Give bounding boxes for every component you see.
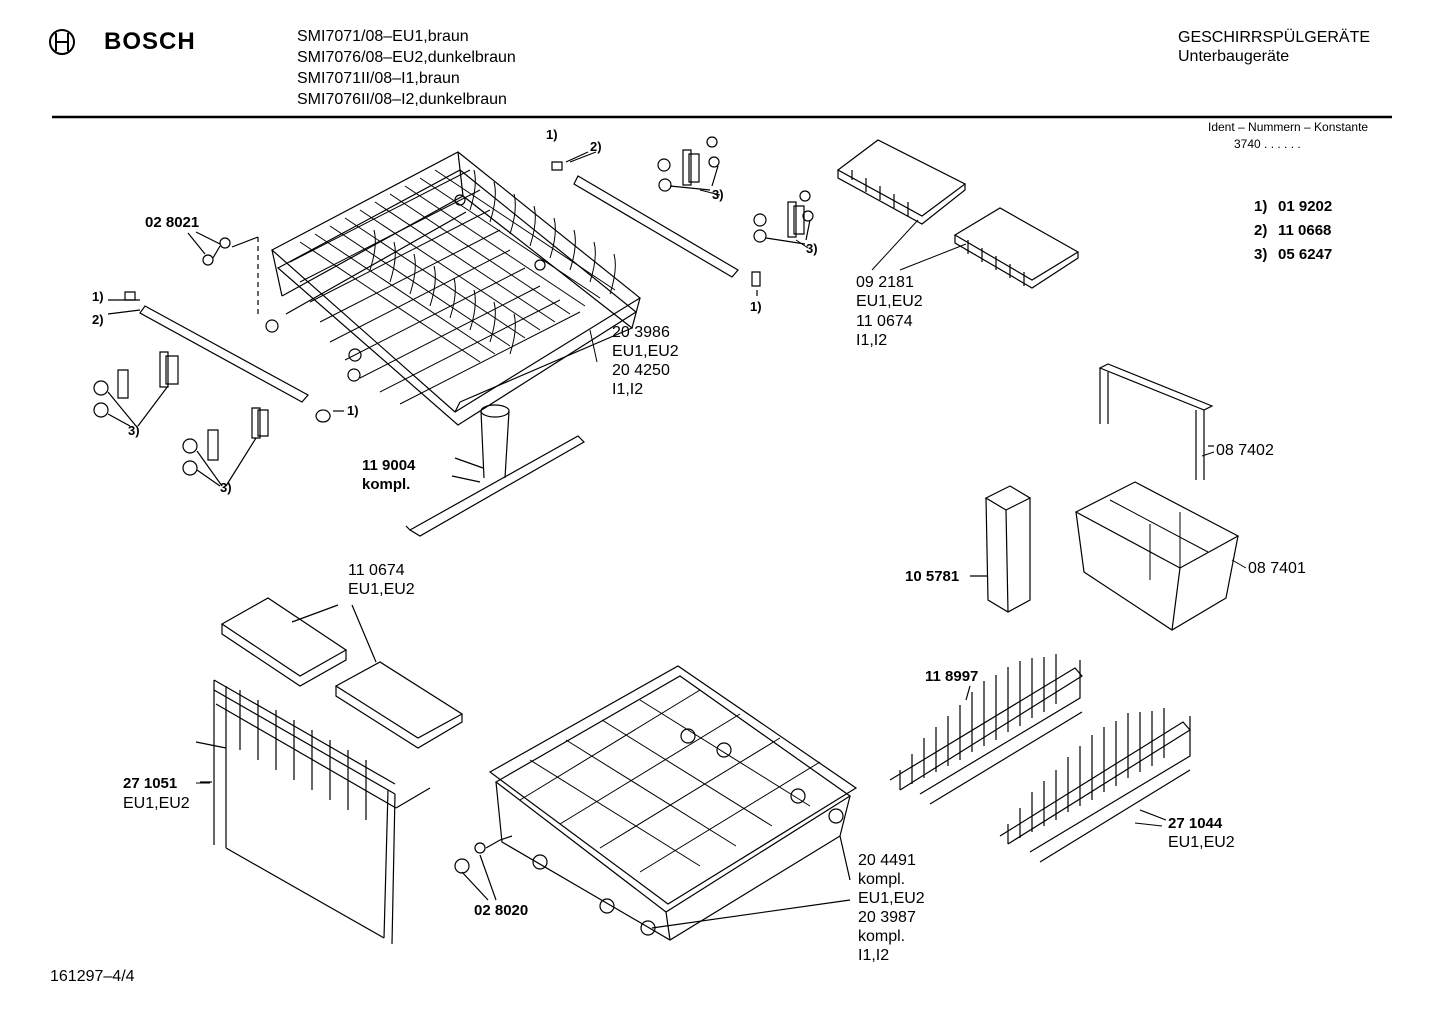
callout-ref: 3): [712, 187, 724, 202]
cutlery-rack-1-drawing: [890, 654, 1082, 804]
cup-rack-top-drawing: [838, 140, 1078, 288]
variant-label: I1,I2: [856, 332, 888, 349]
variant-label: EU1,EU2: [856, 293, 923, 310]
left-rail-drawing: [108, 292, 344, 422]
variant-label: EU1,EU2: [612, 343, 679, 360]
clip-028021-drawing: [188, 232, 258, 315]
callout-ref: 3): [806, 241, 818, 256]
callout-ref: 2): [590, 139, 602, 154]
footnote-key: 2): [1254, 222, 1268, 239]
document-number: 161297–4/4: [50, 968, 135, 985]
footnote-value: 11 0668: [1278, 222, 1332, 239]
flip-rack-drawing: [196, 680, 430, 944]
callout-ref: 1): [92, 289, 104, 304]
part-number-028020: 02 8020: [474, 902, 529, 919]
cutlery-holder-drawing: [970, 486, 1030, 612]
part-number-204250: 20 4250: [612, 362, 670, 379]
footnote-value: 05 6247: [1278, 246, 1333, 263]
part-number-118997: 11 8997: [925, 668, 979, 685]
variant-label: EU1,EU2: [1168, 834, 1235, 851]
ident-label: Ident – Nummern – Konstante: [1208, 120, 1369, 134]
brand-wordmark: BOSCH: [104, 28, 196, 55]
right-runners-drawing: [658, 137, 813, 244]
footnote-key: 3): [1254, 246, 1268, 263]
ident-value: 3740 . . . . . .: [1234, 137, 1301, 151]
callout-ref: 2): [92, 312, 104, 327]
part-number-087401: 08 7401: [1248, 560, 1306, 577]
variant-label: EU1,EU2: [348, 581, 415, 598]
callout-ref: 1): [750, 299, 762, 314]
product-subcategory: Unterbaugeräte: [1178, 48, 1290, 65]
part-number-028021: 02 8021: [145, 214, 200, 231]
right-rail-drawing: [552, 152, 760, 296]
variant-label: EU1,EU2: [123, 795, 190, 812]
product-category: GESCHIRRSPÜLGERÄTE: [1178, 29, 1371, 46]
part-number-271044: 27 1044: [1168, 815, 1223, 832]
left-runners-drawing: [94, 352, 268, 486]
cutlery-rack-2-drawing: [1000, 708, 1190, 862]
part-number-204491: 20 4491: [858, 852, 916, 869]
callout-ref: 1): [546, 127, 558, 142]
model-line: SMI7071/08–EU1,braun: [297, 28, 469, 45]
variant-label: kompl.: [362, 476, 411, 493]
variant-label: I1,I2: [612, 381, 644, 398]
bosch-logo-icon: [50, 30, 74, 54]
clip-028020-drawing: [455, 836, 512, 900]
variant-label: kompl.: [858, 928, 906, 945]
part-number-203986: 20 3986: [612, 324, 670, 341]
cutlery-basket-drawing: [1076, 482, 1238, 630]
part-number-271051: 27 1051: [123, 775, 178, 792]
variant-label: kompl.: [858, 871, 906, 888]
model-line: SMI7071II/08–I1,braun: [297, 70, 460, 87]
part-number-203987: 20 3987: [858, 909, 916, 926]
footnote-value: 01 9202: [1278, 198, 1333, 215]
callout-ref: 3): [220, 480, 232, 495]
variant-label: I1,I2: [858, 947, 890, 964]
cup-rack-lower-drawing: [222, 598, 462, 748]
basket-handle-drawing: [1100, 364, 1214, 480]
part-number-110674: 11 0674: [348, 562, 405, 579]
part-number-087402: 08 7402: [1216, 442, 1274, 459]
leader-lines: [196, 152, 1246, 826]
part-number-105781: 10 5781: [905, 568, 960, 585]
variant-label: EU1,EU2: [858, 890, 925, 907]
upper-basket-drawing: [266, 152, 640, 425]
callout-ref: 3): [128, 423, 140, 438]
part-number-119004: 11 9004: [362, 457, 416, 474]
lower-basket-drawing: [490, 666, 856, 940]
callout-ref: 1): [347, 403, 359, 418]
part-number-110674: 11 0674: [856, 313, 913, 330]
part-number-092181: 09 2181: [856, 274, 914, 291]
model-line: SMI7076/08–EU2,dunkelbraun: [297, 49, 516, 66]
footnote-key: 1): [1254, 198, 1268, 215]
spray-arm-drawing: [406, 405, 584, 536]
model-line: SMI7076II/08–I2,dunkelbraun: [297, 91, 507, 108]
